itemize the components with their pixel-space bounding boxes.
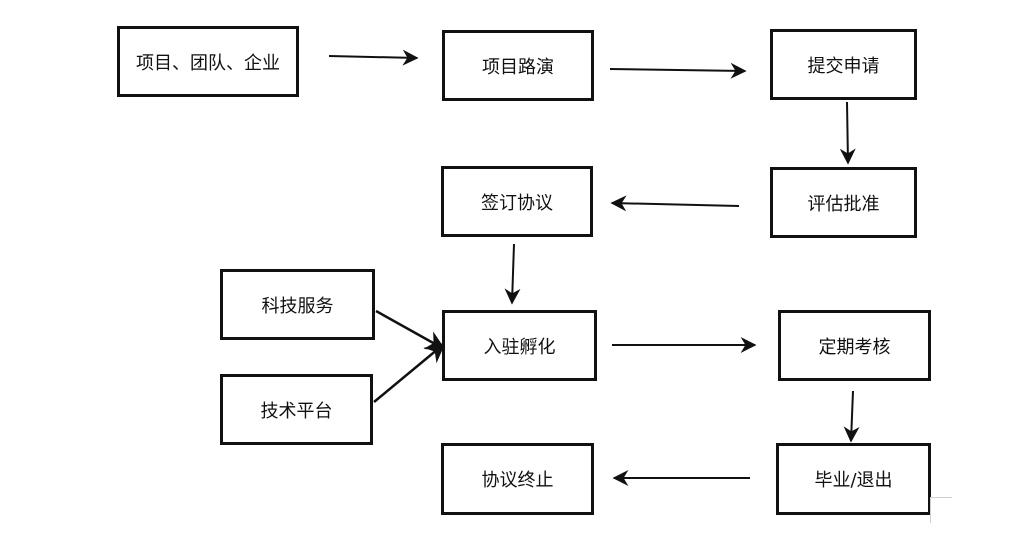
node-incubation: 入驻孵化 [442, 310, 597, 381]
arrow-start-to-roadshow [328, 49, 419, 66]
node-project-team-enterprise: 项目、团队、企业 [117, 26, 299, 97]
node-submit-application: 提交申请 [770, 29, 917, 100]
node-project-roadshow: 项目路演 [442, 30, 594, 101]
node-tech-service: 科技服务 [220, 269, 375, 340]
node-periodic-review: 定期考核 [778, 310, 931, 381]
arrow-submit-to-evaluate [839, 101, 856, 165]
node-sign-agreement: 签订协议 [441, 166, 593, 237]
node-agreement-termination: 协议终止 [441, 443, 594, 515]
arrow-roadshow-to-submit [609, 62, 747, 79]
arrow-review-to-graduate [843, 390, 860, 443]
node-tech-platform: 技术平台 [220, 374, 373, 445]
arrow-tech-to-incubate [375, 309, 446, 351]
node-graduate-exit: 毕业/退出 [776, 443, 931, 515]
arrow-evaluate-to-sign [610, 195, 740, 212]
node-evaluate-approve: 评估批准 [770, 167, 917, 238]
arrow-platform-to-incubate [373, 342, 446, 403]
page-corner-mark [930, 497, 952, 523]
arrow-sign-to-incubate [504, 243, 521, 305]
